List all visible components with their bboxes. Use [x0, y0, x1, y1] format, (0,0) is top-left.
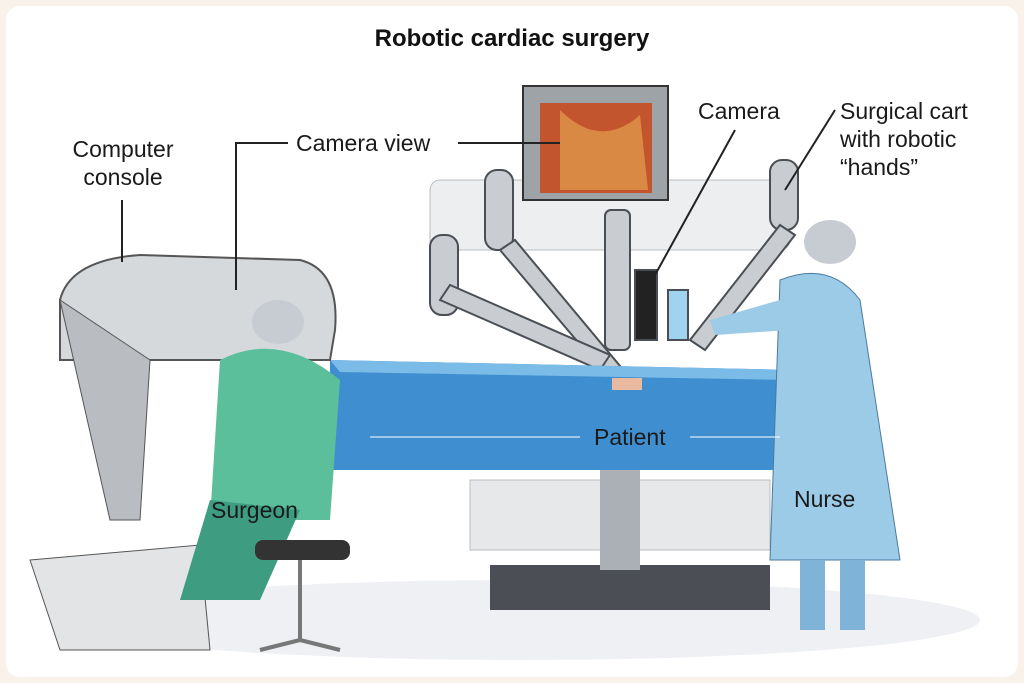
leader-lines	[121, 109, 836, 438]
label-surgical-cart: Surgical cart with robotic “hands”	[840, 97, 968, 181]
label-nurse: Nurse	[794, 486, 856, 512]
camera-view-monitor	[522, 85, 669, 201]
surgical-cart	[429, 179, 791, 610]
label-line: Surgical cart	[840, 98, 968, 124]
label-computer-console: Computer console	[63, 135, 183, 191]
label-line: with robotic	[840, 126, 957, 152]
label-line: console	[83, 164, 163, 190]
label-patient: Patient	[594, 424, 666, 450]
label-line: “hands”	[840, 154, 918, 180]
label-surgeon: Surgeon	[211, 497, 298, 523]
label-line: Computer	[72, 136, 174, 162]
diagram-title: Robotic cardiac surgery	[374, 25, 650, 52]
label-camera: Camera	[698, 98, 780, 124]
surgeon-figure	[180, 300, 350, 652]
patient-table	[330, 360, 810, 470]
label-camera-view: Camera view	[296, 130, 431, 156]
nurse-figure	[710, 220, 901, 630]
